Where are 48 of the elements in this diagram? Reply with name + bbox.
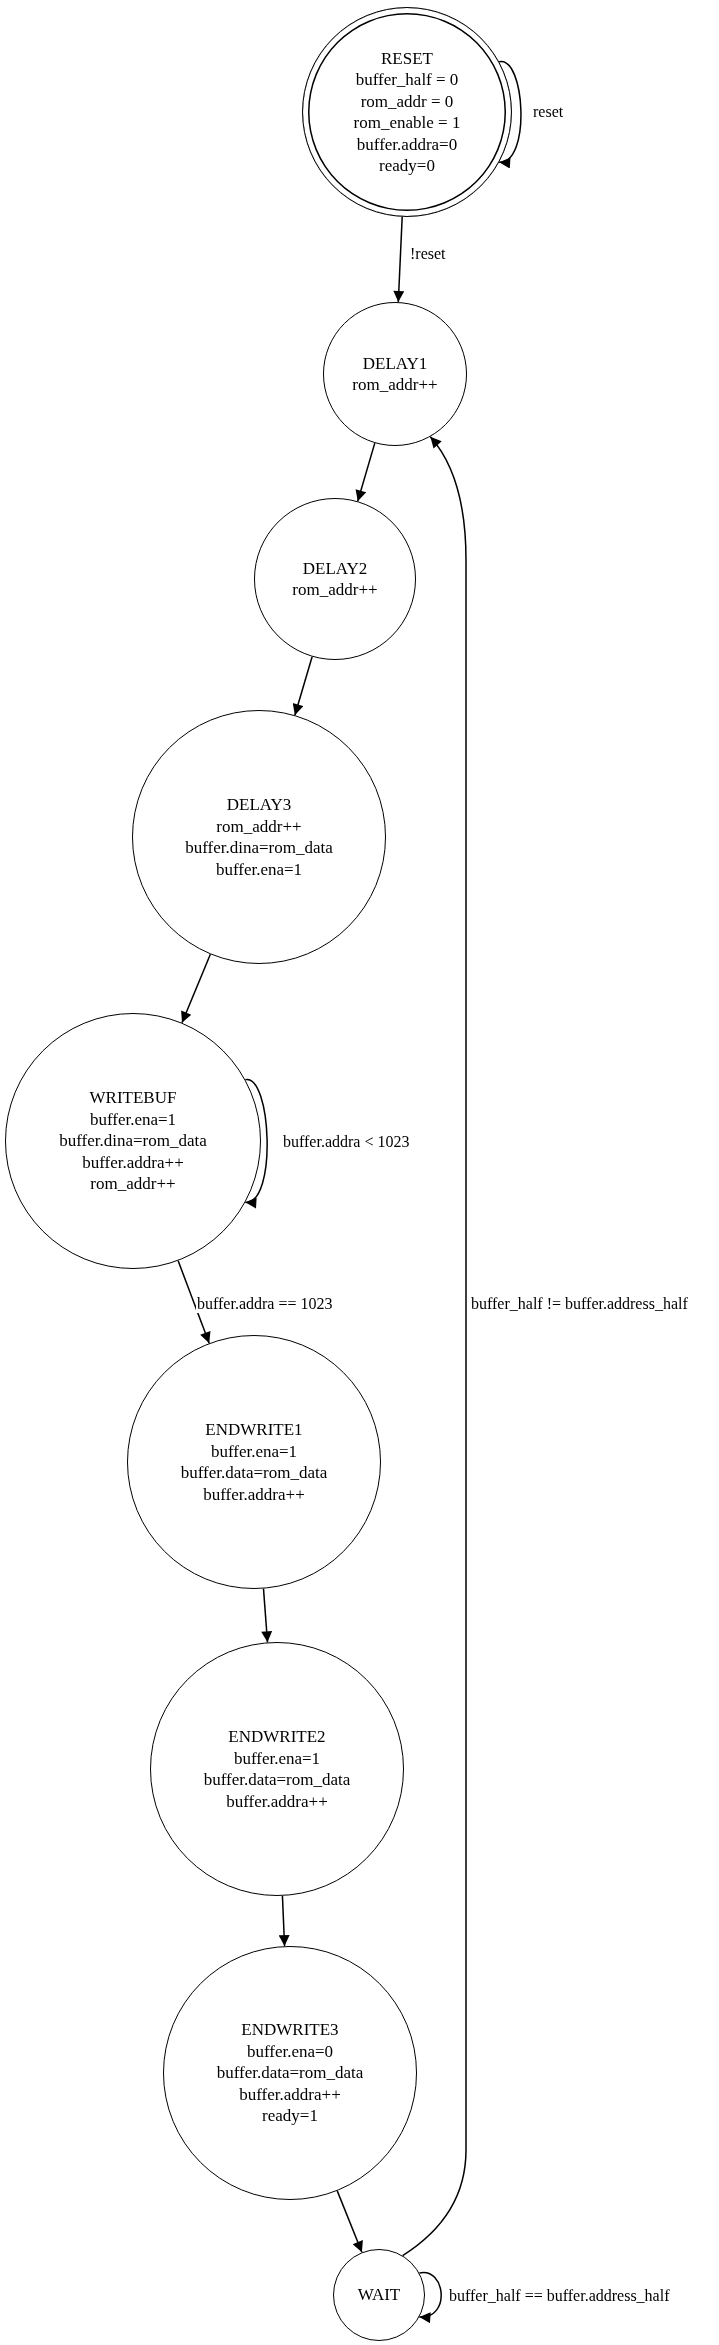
state-circle	[302, 7, 512, 217]
transition-arrow	[401, 436, 467, 2257]
state-action: rom_addr++	[352, 374, 438, 396]
state-action: buffer.data=rom_data	[203, 1769, 351, 1791]
state-action: buffer.ena=1	[89, 1108, 177, 1131]
edge-label: buffer_half != buffer.address_half	[470, 1295, 689, 1313]
state-action: rom_enable = 1	[353, 112, 461, 134]
state-name: DELAY1	[362, 352, 428, 374]
state-name: DELAY3	[226, 794, 292, 816]
state-action: buffer.ena=1	[210, 1440, 298, 1462]
state-action: buffer.dina=rom_data	[185, 837, 333, 859]
state-action: buffer.dina=rom_data	[59, 1130, 207, 1152]
state-action: ready=0	[379, 155, 435, 177]
state-name: ENDWRITE2	[228, 1726, 326, 1748]
state-action: rom_addr++	[216, 815, 302, 837]
state-action: buffer_half = 0	[355, 69, 459, 91]
state-action: buffer.addra++	[203, 1483, 305, 1505]
state-name: DELAY2	[302, 557, 368, 579]
state-action: buffer.data=rom_data	[216, 2062, 364, 2084]
self-loop-arrow	[418, 2271, 442, 2322]
state-action: buffer.data=rom_data	[180, 1462, 328, 1484]
state-action: buffer.addra++	[226, 1790, 328, 1812]
transition-arrow	[393, 216, 405, 303]
transition-arrow	[278, 1895, 290, 1947]
state-action: ready=1	[262, 2105, 318, 2127]
transition-arrow	[355, 442, 376, 502]
transition-arrow	[177, 1260, 211, 1344]
state-action: rom_addr = 0	[360, 90, 454, 112]
state-action: buffer.addra++	[82, 1151, 184, 1174]
state-action: buffer.addra++	[239, 2083, 341, 2106]
state-action: buffer.ena=1	[215, 858, 303, 880]
state-name: ENDWRITE1	[205, 1419, 303, 1441]
transition-arrow	[336, 2190, 363, 2254]
transition-arrow	[261, 1587, 273, 1644]
edge-label: buffer_half == buffer.address_half	[448, 2287, 671, 2305]
state-name: WAIT	[357, 2284, 401, 2306]
state-name: ENDWRITE3	[241, 2019, 339, 2041]
state-name: RESET	[381, 47, 433, 69]
transition-arrow	[181, 953, 212, 1024]
state-action: buffer.ena=1	[233, 1747, 321, 1769]
state-action: rom_addr++	[90, 1173, 176, 1195]
self-loop-arrow	[498, 60, 522, 166]
state-name: WRITEBUF	[89, 1087, 177, 1109]
transition-arrow	[292, 655, 313, 716]
state-action: buffer.addra=0	[356, 133, 458, 155]
edge-label: buffer.addra == 1023	[196, 1295, 334, 1313]
state-action: buffer.ena=0	[246, 2040, 334, 2063]
state-action: rom_addr++	[292, 579, 378, 601]
